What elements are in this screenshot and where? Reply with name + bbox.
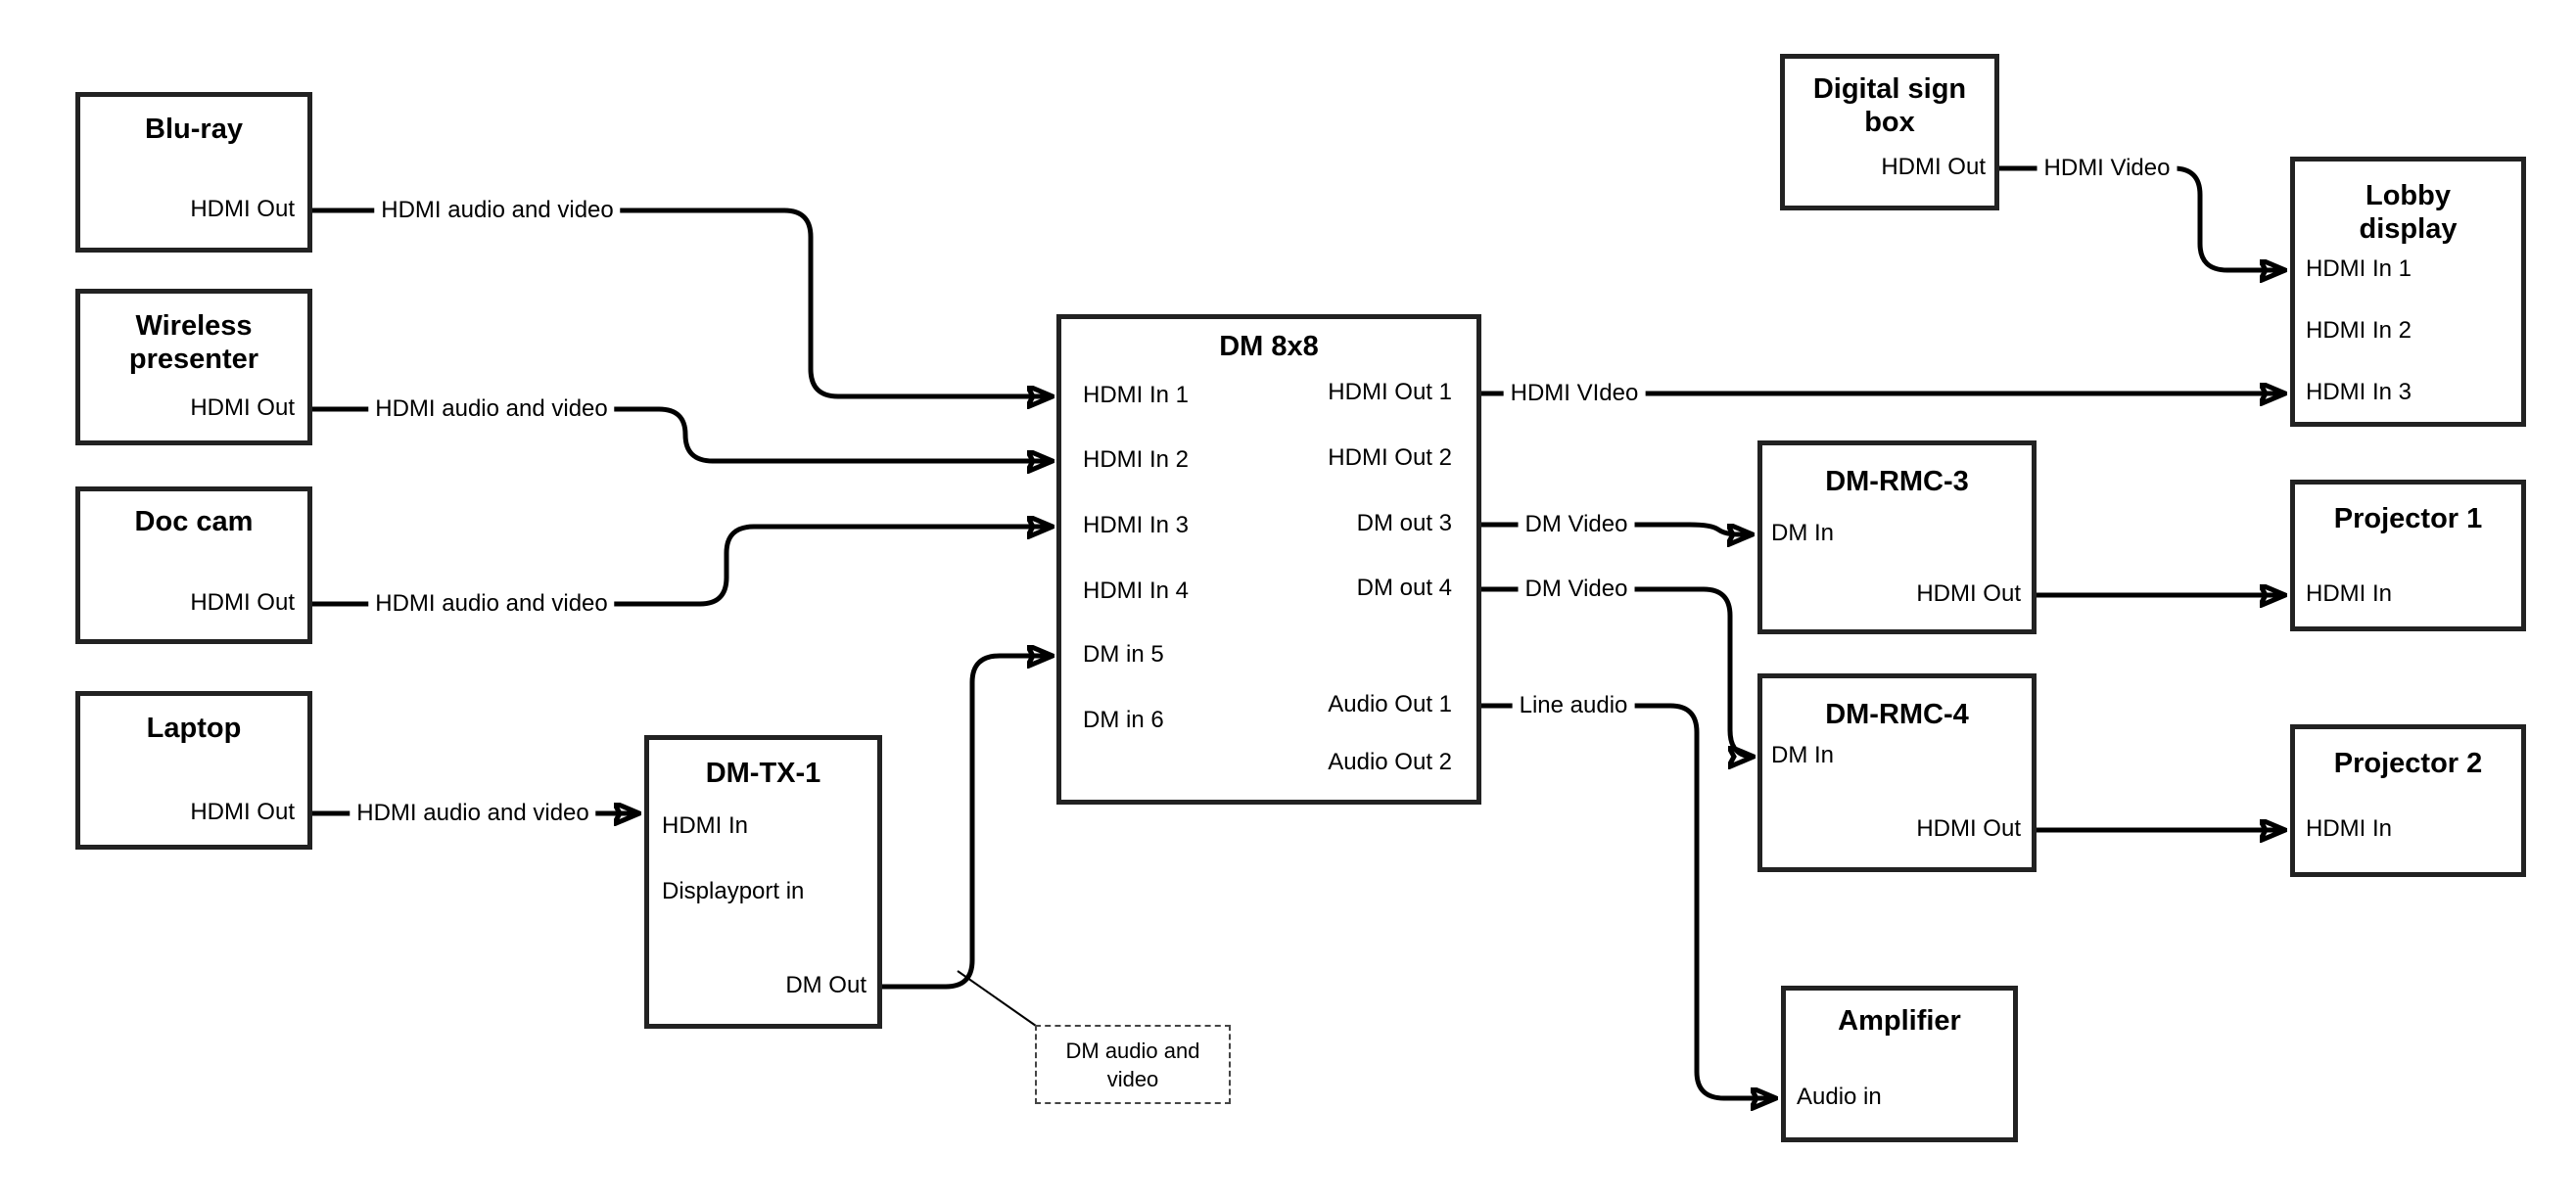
port-dm8x8-hdmi-in-2: HDMI In 2 xyxy=(1083,445,1190,473)
node-amplifier: Amplifier xyxy=(1781,986,2018,1142)
node-title-text: Laptop xyxy=(146,713,242,744)
node-bluray: Blu-ray xyxy=(75,92,312,253)
node-doc-cam: Doc cam xyxy=(75,486,312,644)
node-title: DM-RMC-4 xyxy=(1762,698,2032,731)
port-dm8x8-hdmi-in-3: HDMI In 3 xyxy=(1083,511,1190,538)
port-rmc4-dm-in: DM In xyxy=(1771,741,1835,768)
node-title: Laptop xyxy=(80,712,307,745)
wire-label-line-audio: Line audio xyxy=(1512,692,1635,719)
node-projector-2: Projector 2 xyxy=(2290,724,2526,877)
node-dm-rmc-4: DM-RMC-4 xyxy=(1757,673,2037,872)
node-laptop: Laptop xyxy=(75,691,312,850)
node-title-text: Projector 2 xyxy=(2333,748,2483,779)
wire-dm8x8-out4-to-rmc4 xyxy=(1481,586,1754,757)
port-dm8x8-hdmi-in-1: HDMI In 1 xyxy=(1083,381,1190,408)
node-title: Lobby display xyxy=(2295,179,2521,246)
node-dm-tx-1: DM-TX-1 xyxy=(644,735,882,1029)
node-digital-sign-box: Digital sign box xyxy=(1780,54,1999,210)
port-dm8x8-audio-out-2: Audio Out 2 xyxy=(1328,748,1452,775)
wire-label-dm-video-rmc3: DM Video xyxy=(1518,511,1635,538)
node-title-text: Projector 1 xyxy=(2333,503,2483,534)
port-dmtx1-displayport-in: Displayport in xyxy=(662,877,805,904)
port-digisign-hdmi-out: HDMI Out xyxy=(1881,153,1986,180)
node-title: Digital sign box xyxy=(1785,72,1994,139)
port-dm8x8-dm-out-4: DM out 4 xyxy=(1356,574,1452,601)
wire-label-hdmi-video-lobby: HDMI VIdeo xyxy=(1503,380,1646,407)
port-lobby-hdmi-in-2: HDMI In 2 xyxy=(2306,316,2412,344)
port-rmc3-hdmi-out: HDMI Out xyxy=(1916,579,2021,607)
callout-text: DM audio and video xyxy=(1065,1038,1200,1091)
node-title-text: Wireless presenter xyxy=(128,310,259,375)
wire-bluray-to-dm8x8-in1 xyxy=(312,208,1053,396)
node-title-text: DM 8x8 xyxy=(1219,331,1319,362)
wire-label-bluray: HDMI audio and video xyxy=(374,197,621,224)
port-dmtx1-dm-out: DM Out xyxy=(785,971,866,998)
wire-digisign-to-lobby-in1 xyxy=(1999,165,2285,270)
node-title-text: Amplifier xyxy=(1838,1005,1961,1037)
node-title: DM-RMC-3 xyxy=(1762,465,2032,498)
node-title-text: DM-TX-1 xyxy=(705,758,821,789)
node-lobby-display: Lobby display xyxy=(2290,157,2526,427)
node-title-text: Blu-ray xyxy=(145,114,243,145)
wire-dmtx1-to-dm8x8-in5 xyxy=(882,656,1053,990)
port-proj1-hdmi-in: HDMI In xyxy=(2306,579,2393,607)
node-title-text: Doc cam xyxy=(134,506,254,537)
node-title: Wireless presenter xyxy=(80,309,307,376)
wire-dm8x8-out3-to-rmc3 xyxy=(1481,522,1753,534)
node-dm-8x8: DM 8x8 xyxy=(1056,314,1481,805)
port-bluray-hdmi-out: HDMI Out xyxy=(190,195,295,222)
node-title: Blu-ray xyxy=(80,113,307,146)
port-amp-audio-in: Audio in xyxy=(1797,1083,1882,1110)
node-title: DM-TX-1 xyxy=(649,757,877,790)
port-dm8x8-audio-out-1: Audio Out 1 xyxy=(1328,690,1452,717)
node-wireless-presenter: Wireless presenter xyxy=(75,289,312,445)
node-title: Amplifier xyxy=(1786,1004,2013,1038)
node-title: DM 8x8 xyxy=(1061,330,1476,363)
node-title-text: DM-RMC-4 xyxy=(1825,699,1969,730)
port-dm8x8-hdmi-out-2: HDMI Out 2 xyxy=(1328,443,1452,471)
callout-leader-line xyxy=(957,970,1037,1027)
callout-dm-audio-video: DM audio and video xyxy=(1035,1025,1231,1104)
node-title: Projector 1 xyxy=(2295,502,2521,535)
node-projector-1: Projector 1 xyxy=(2290,480,2526,631)
port-wireless-hdmi-out: HDMI Out xyxy=(190,393,295,421)
wire-dm8x8-aout1-to-amp xyxy=(1481,703,1776,1098)
port-doccam-hdmi-out: HDMI Out xyxy=(190,588,295,616)
wire-wireless-to-dm8x8-in2 xyxy=(312,406,1053,461)
port-rmc4-hdmi-out: HDMI Out xyxy=(1916,814,2021,842)
port-lobby-hdmi-in-1: HDMI In 1 xyxy=(2306,254,2412,282)
wire-label-doccam: HDMI audio and video xyxy=(368,590,615,618)
wire-label-laptop: HDMI audio and video xyxy=(350,800,596,827)
port-proj2-hdmi-in: HDMI In xyxy=(2306,814,2393,842)
port-dm8x8-dm-in-5: DM in 5 xyxy=(1083,640,1164,668)
port-dmtx1-hdmi-in: HDMI In xyxy=(662,811,749,839)
node-title-text: Lobby display xyxy=(2359,180,2458,245)
port-dm8x8-dm-out-3: DM out 3 xyxy=(1356,509,1452,536)
port-dm8x8-hdmi-out-1: HDMI Out 1 xyxy=(1328,378,1452,405)
wire-doccam-to-dm8x8-in3 xyxy=(312,527,1053,607)
wire-label-wireless: HDMI audio and video xyxy=(368,395,615,423)
port-dm8x8-dm-in-6: DM in 6 xyxy=(1083,706,1164,733)
port-lobby-hdmi-in-3: HDMI In 3 xyxy=(2306,378,2412,405)
node-title: Doc cam xyxy=(80,505,307,538)
wire-label-digisign: HDMI Video xyxy=(2037,155,2178,182)
node-title-text: DM-RMC-3 xyxy=(1825,466,1969,497)
node-title-text: Digital sign box xyxy=(1812,73,1967,138)
wire-label-dm-video-rmc4: DM Video xyxy=(1518,576,1635,603)
node-dm-rmc-3: DM-RMC-3 xyxy=(1757,440,2037,634)
port-rmc3-dm-in: DM In xyxy=(1771,519,1835,546)
node-title: Projector 2 xyxy=(2295,747,2521,780)
port-dm8x8-hdmi-in-4: HDMI In 4 xyxy=(1083,577,1190,604)
port-laptop-hdmi-out: HDMI Out xyxy=(190,798,295,825)
